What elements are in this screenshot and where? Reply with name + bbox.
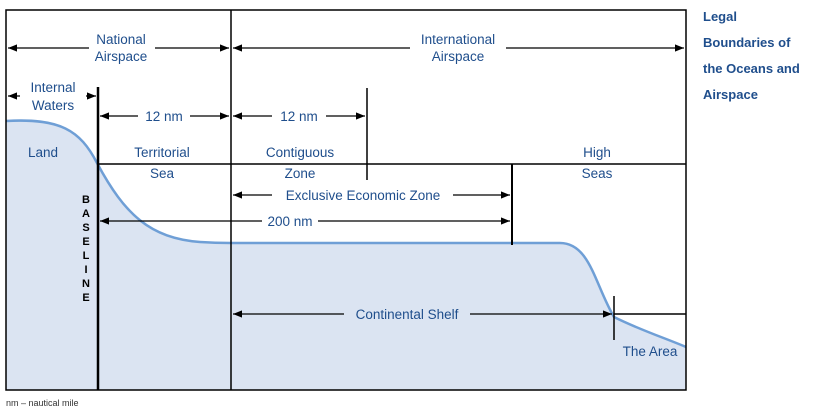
international-airspace-label-line2: Airspace (432, 49, 485, 64)
diagram-title: Legal Boundaries of the Oceans and Airsp… (703, 4, 813, 108)
internal-waters-label-line2: Waters (32, 98, 75, 113)
land-label: Land (28, 145, 58, 160)
seabed-profile (6, 120, 686, 391)
baseline-letter: A (82, 208, 90, 220)
two-hundred-nm-label: 200 nm (267, 214, 312, 229)
baseline-letter: E (82, 292, 89, 304)
footnote: nm – nautical mile (6, 398, 79, 408)
title-line: Legal (703, 9, 737, 24)
baseline-letter: S (82, 222, 89, 234)
internal-waters-label-line1: Internal (30, 80, 75, 95)
territorial-sea-label-line2: Sea (150, 166, 175, 181)
baseline-letter: E (82, 236, 89, 248)
baseline-letter: B (82, 194, 90, 206)
title-line: Boundaries of (703, 35, 791, 50)
diagram-frame (5, 9, 687, 391)
international-airspace-label-line1: International (421, 32, 495, 47)
the-area-label: The Area (623, 344, 678, 359)
baseline-letter: N (82, 278, 90, 290)
territorial-sea-label-line1: Territorial (134, 145, 190, 160)
national-airspace-label-line2: Airspace (95, 49, 148, 64)
baseline-letter: I (84, 264, 87, 276)
territorial-12nm-label: 12 nm (145, 109, 183, 124)
high-seas-label-line1: High (583, 145, 611, 160)
title-line: the Oceans and (703, 61, 800, 76)
high-seas-label-line2: Seas (582, 166, 613, 181)
national-airspace-label-line1: National (96, 32, 146, 47)
baseline-letter: L (83, 250, 90, 262)
contiguous-12nm-label: 12 nm (280, 109, 318, 124)
continental-shelf-label: Continental Shelf (356, 307, 459, 322)
eez-label: Exclusive Economic Zone (286, 188, 441, 203)
title-line: Airspace (703, 87, 758, 102)
contiguous-zone-label-line1: Contiguous (266, 145, 335, 160)
contiguous-zone-label-line2: Zone (285, 166, 316, 181)
